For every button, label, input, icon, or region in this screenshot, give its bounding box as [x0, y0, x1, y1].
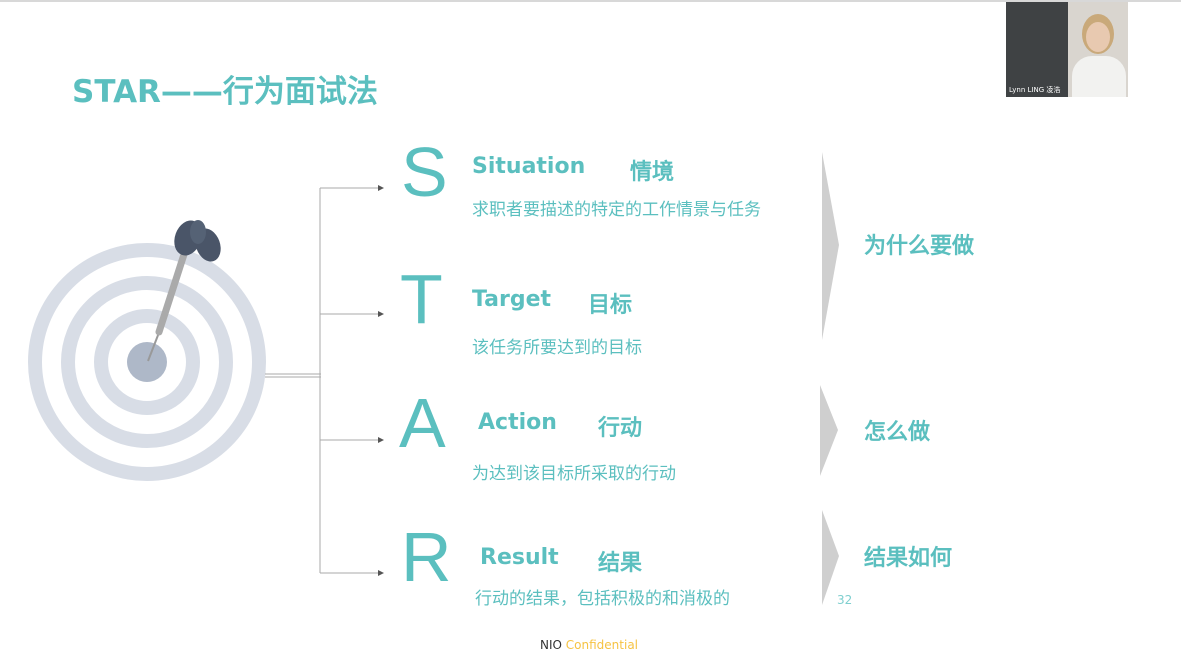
- target-icon: [28, 243, 266, 481]
- result-cn: 结果: [598, 551, 643, 576]
- target-cn: 目标: [588, 293, 633, 318]
- letter-r: R: [401, 518, 452, 596]
- video-thumbnail[interactable]: Lynn LING 凌浩: [1006, 2, 1128, 97]
- letter-s: S: [401, 133, 448, 211]
- letter-t: T: [400, 260, 443, 338]
- page-number: 32: [837, 593, 853, 607]
- action-label: Action: [478, 410, 557, 435]
- situation-label: Situation: [472, 154, 586, 179]
- slide-title: STAR——行为面试法: [72, 74, 378, 110]
- situation-cn: 情境: [630, 160, 675, 185]
- footer-brand: NIO: [540, 638, 562, 652]
- situation-desc: 求职者要描述的特定的工作情景与任务: [472, 200, 761, 220]
- result-label: Result: [480, 545, 559, 570]
- summary-why: 为什么要做: [864, 234, 975, 259]
- action-desc: 为达到该目标所采取的行动: [472, 464, 676, 484]
- footer-confidential: NIO Confidential: [540, 638, 638, 652]
- participant-name: Lynn LING 凌浩: [1009, 86, 1061, 94]
- chevrons: [820, 152, 839, 605]
- dart-icon: [147, 220, 221, 362]
- result-desc: 行动的结果，包括积极的和消极的: [475, 589, 730, 609]
- target-desc: 该任务所要达到的目标: [472, 338, 642, 358]
- connector-lines: [265, 185, 384, 576]
- summary-how: 怎么做: [864, 420, 931, 445]
- summary-result: 结果如何: [864, 546, 953, 571]
- target-label: Target: [472, 287, 552, 312]
- participant-video: [1068, 2, 1128, 97]
- letter-a: A: [399, 384, 446, 462]
- footer-label: Confidential: [565, 638, 639, 652]
- action-cn: 行动: [598, 416, 643, 441]
- window-top-border: [0, 0, 1181, 2]
